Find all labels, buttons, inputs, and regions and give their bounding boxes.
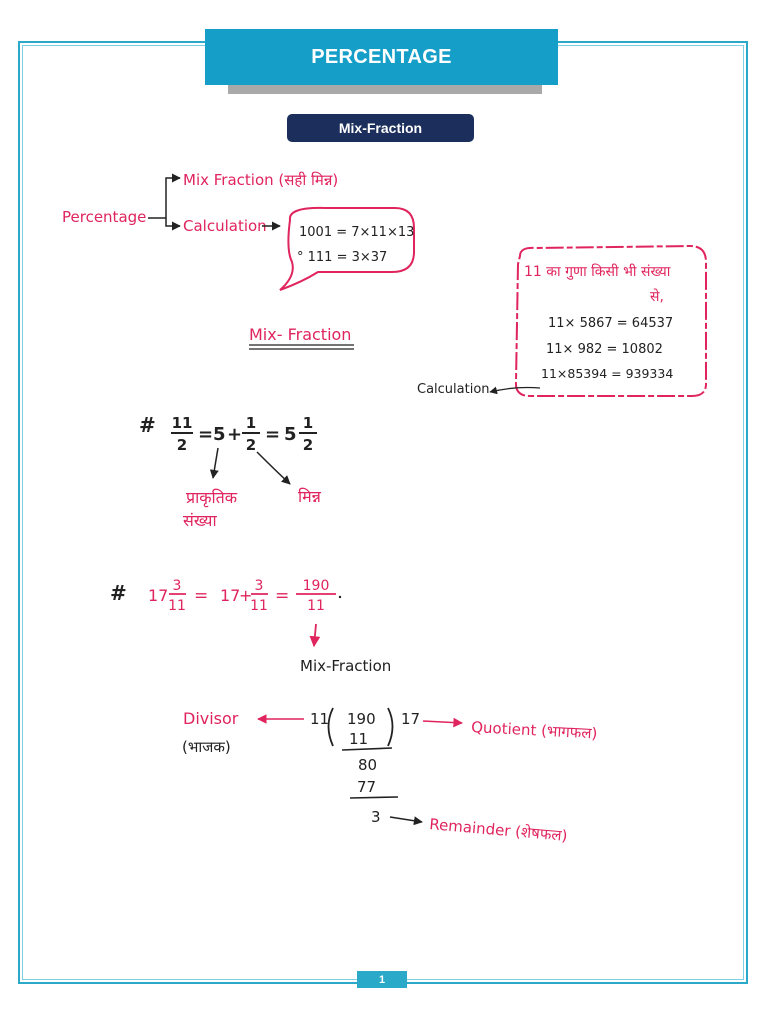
divisor-label: Divisor	[183, 709, 239, 728]
remainder-label: Remainder (शेषफल)	[429, 815, 568, 845]
bubble-line-111: ° 111 = 3×37	[297, 250, 387, 265]
label-natural-line1: प्राकृतिक	[186, 488, 238, 508]
box-heading-line1: 11 का गुणा किसी भी संख्या	[524, 263, 671, 280]
ex1-num2: 1	[246, 414, 256, 432]
page-number: 1	[357, 971, 407, 988]
ex2-num1: 3	[173, 578, 182, 594]
quotient-value: 17	[401, 710, 420, 728]
label-natural-line2: संख्या	[183, 511, 217, 530]
example2-hash: #	[110, 581, 127, 605]
box-calc-arrow	[489, 386, 541, 395]
fraction-11-over-2: 11 2	[171, 414, 193, 454]
tree-branch-mix-fraction: Mix Fraction (सही मिन्न)	[183, 171, 338, 189]
calculation-bubble	[279, 206, 415, 291]
division-line-1	[341, 747, 393, 751]
divisor-hindi: (भाजक)	[182, 738, 231, 756]
ex2-den3: 11	[307, 598, 325, 614]
remainder-value: 3	[371, 808, 381, 826]
ex2-den2: 11	[250, 598, 268, 614]
ex2-equals-1: =	[194, 586, 208, 606]
example1-hash: #	[139, 413, 156, 437]
ex2-whole: 17	[220, 586, 240, 605]
ex1-equals-2: =	[265, 424, 280, 445]
ex2-equals-2: =	[275, 586, 289, 606]
fraction-190-over-11: 190 11	[296, 578, 336, 614]
ex2-num3: 190	[303, 578, 330, 594]
ex2-mixed-whole: 17	[148, 586, 168, 605]
box-heading-line2: से,	[650, 288, 664, 305]
section-subtitle: Mix-Fraction	[287, 114, 474, 142]
fraction-mixed-1-over-2: 1 2	[299, 414, 317, 454]
label-fraction: मिन्न	[298, 487, 322, 506]
ex1-num1: 11	[172, 414, 193, 432]
tree-arrow-up	[165, 173, 181, 218]
section-heading: Mix- Fraction	[249, 325, 351, 344]
dividend: 190	[347, 710, 376, 728]
ex1-equals-1: =	[198, 424, 213, 445]
division-bracket-left	[327, 707, 334, 747]
page-title: PERCENTAGE	[205, 29, 558, 85]
box-calculation-label: Calculation	[417, 382, 490, 397]
ex1-den3: 2	[303, 436, 313, 454]
bubble-line-1001: 1001 = 7×11×13	[299, 225, 414, 240]
ex1-den1: 2	[177, 436, 187, 454]
ex2-mix-fraction-label: Mix-Fraction	[300, 657, 391, 675]
quotient-arrow	[422, 717, 463, 728]
division-line-2	[349, 796, 399, 799]
tree-root: Percentage	[62, 208, 146, 226]
ex2-down-arrow	[309, 623, 321, 648]
remainder-arrow	[389, 816, 423, 826]
ex1-whole: 5	[213, 424, 226, 445]
ex1-plus: +	[227, 424, 242, 445]
title-shadow	[228, 84, 542, 94]
divisor-value: 11	[310, 710, 329, 728]
box-line-85394: 11×85394 = 939334	[541, 366, 673, 381]
ex1-num3: 1	[303, 414, 313, 432]
arrow-to-fraction	[256, 451, 291, 485]
arrow-to-natural	[209, 447, 219, 479]
box-line-982: 11× 982 = 10802	[546, 342, 663, 357]
division-bracket-right	[387, 707, 394, 747]
ex2-plus: +	[239, 586, 252, 605]
ex2-den1: 11	[168, 598, 186, 614]
fraction-3-over-11-b: 3 11	[250, 578, 268, 614]
fraction-1-over-2: 1 2	[242, 414, 260, 454]
ex1-mixed-whole: 5	[284, 424, 297, 445]
ex2-dot	[338, 595, 342, 599]
multiplication-box	[514, 244, 707, 397]
division-step-77: 77	[357, 778, 376, 796]
division-step-80: 80	[358, 756, 377, 774]
tree-branch-calculation: Calculation	[183, 217, 267, 235]
division-step-11: 11	[349, 730, 368, 748]
fraction-3-over-11: 3 11	[168, 578, 186, 614]
ex2-num2: 3	[255, 578, 264, 594]
tree-arrow-down	[165, 218, 181, 231]
box-line-5867: 11× 5867 = 64537	[548, 316, 673, 331]
ex1-den2: 2	[246, 436, 256, 454]
quotient-label: Quotient (भागफल)	[471, 718, 598, 743]
